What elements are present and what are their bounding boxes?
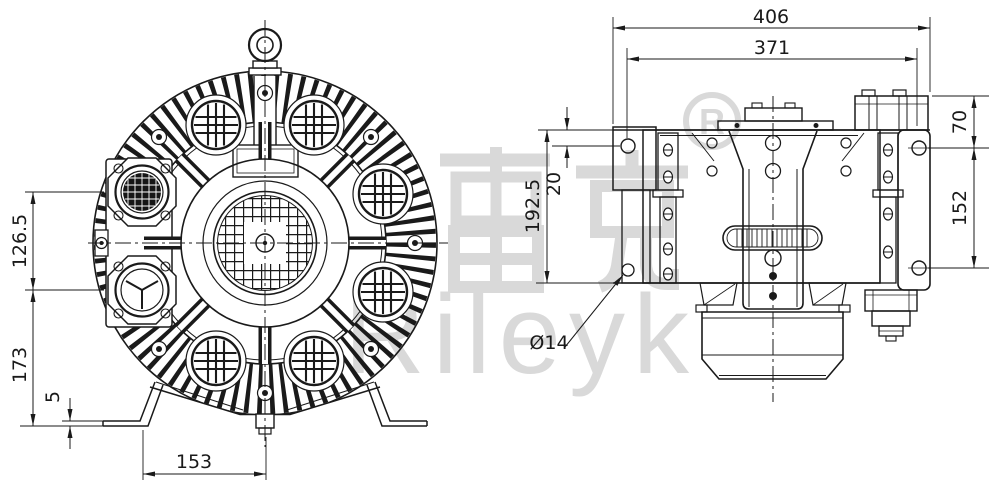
mounting-foot-right <box>366 381 428 427</box>
bolt-boss <box>362 340 380 358</box>
housing-base <box>148 381 382 436</box>
port-lower <box>107 255 177 325</box>
vent-grille <box>282 329 346 393</box>
dim-mount-hole-diameter: Ø14 <box>529 332 568 354</box>
front-view-dimensions: 126.5 173 5 153 <box>9 191 267 480</box>
side-view-drawing <box>612 89 931 402</box>
watermark-cn-strokes <box>440 147 688 293</box>
dim-hole-offset-top: 70 <box>949 110 971 134</box>
right-flange-column <box>872 132 904 284</box>
vent-grille <box>351 162 415 226</box>
terminal-box <box>854 89 929 131</box>
left-mount-plate <box>612 126 657 284</box>
bolt-boss <box>150 340 168 358</box>
left-flange-column <box>652 132 684 284</box>
dim-body-height: 192.5 <box>522 179 544 233</box>
body-face-holes <box>706 137 852 177</box>
dim-hole-spacing: 152 <box>949 190 971 226</box>
vent-grille <box>282 93 346 157</box>
dim-mount-hole-span: 371 <box>754 37 790 59</box>
dim-port-spacing: 126.5 <box>9 214 31 268</box>
port-upper <box>107 157 177 227</box>
dim-port-to-foot: 173 <box>9 347 31 383</box>
dim-overall-width: 406 <box>753 6 789 28</box>
front-centerlines <box>88 20 448 447</box>
front-view-drawing <box>88 20 448 447</box>
hole-diameter-leader <box>564 274 624 348</box>
bolt-boss <box>362 128 380 146</box>
vent-grille <box>184 93 248 157</box>
vent-grille <box>184 329 248 393</box>
mount-hole-left-upper <box>620 138 636 154</box>
dim-foot-plate-thickness: 5 <box>42 391 64 403</box>
dim-hole-from-top-edge: 20 <box>543 172 565 196</box>
bolt-boss <box>150 128 168 146</box>
bottom-fitting <box>864 289 918 342</box>
dim-foot-to-center: 153 <box>176 451 212 473</box>
right-mount-plate <box>897 129 931 291</box>
mount-hole-left-lower <box>621 263 635 277</box>
vent-grille <box>351 260 415 324</box>
mounting-foot-left <box>102 381 164 427</box>
side-view-dimensions: 406 371 70 152 192.5 20 Ø14 <box>522 6 989 354</box>
